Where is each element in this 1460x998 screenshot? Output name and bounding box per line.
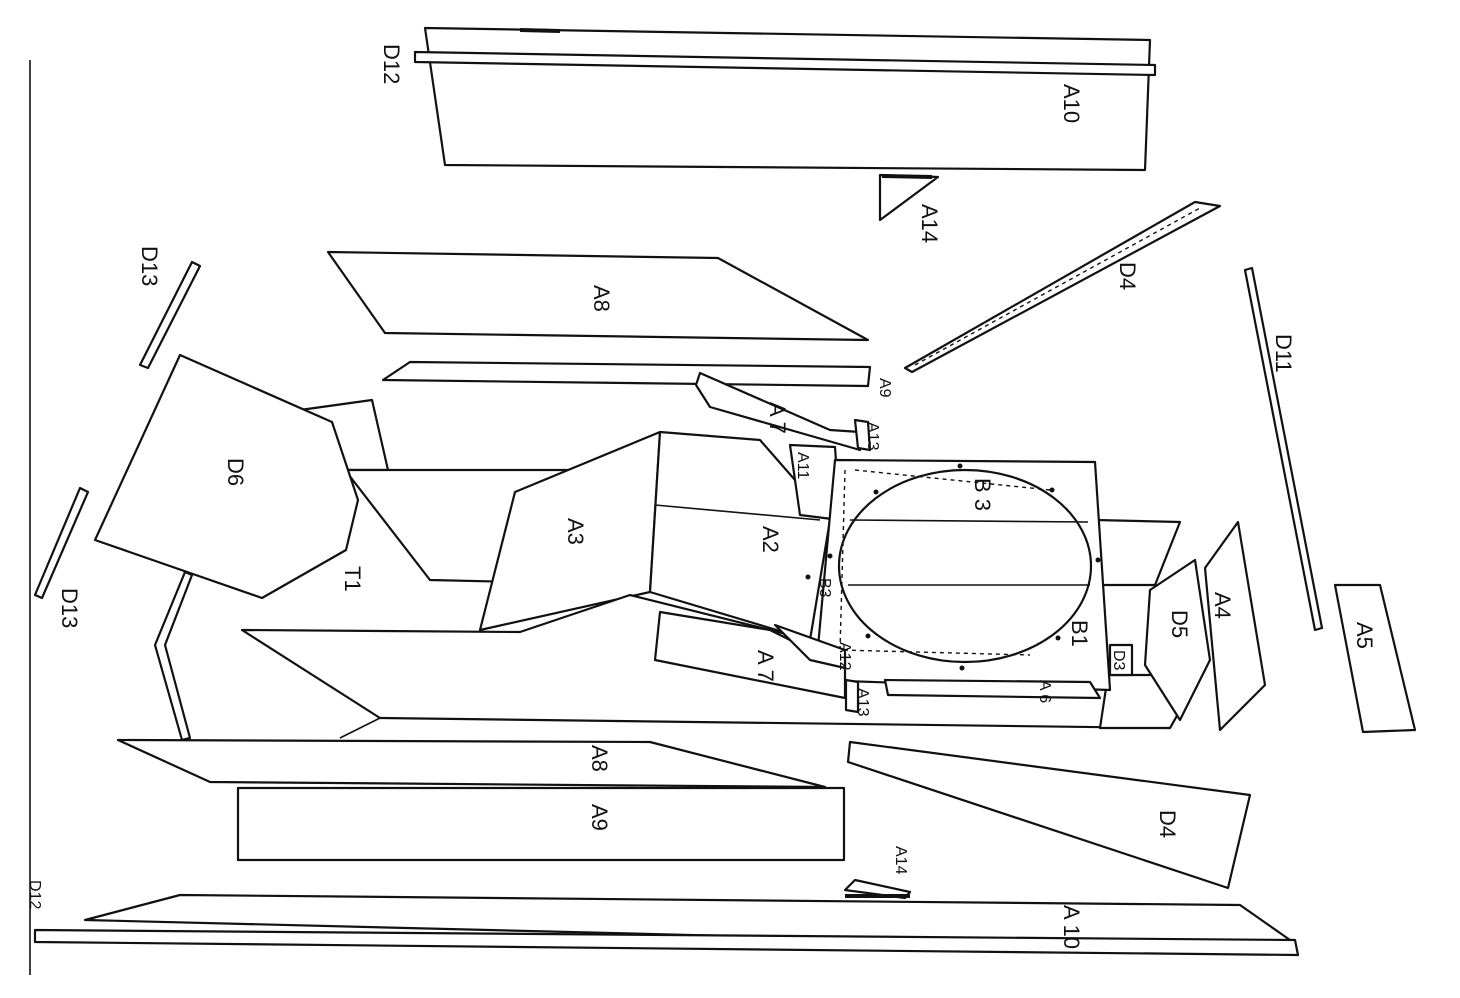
label-a10-top: A10 <box>1059 84 1084 123</box>
label-a13-bottom: A13 <box>854 688 871 717</box>
label-a12: A12 <box>836 642 853 671</box>
part-a7-top <box>694 371 862 452</box>
part-right-upper <box>1093 518 1182 587</box>
label-d13-bottom: D13 <box>57 588 82 628</box>
label-b3: B 3 <box>970 478 995 511</box>
label-d6: D6 <box>223 458 248 486</box>
label-d12-bottom: D12 <box>26 880 43 909</box>
label-a14-bottom: A14 <box>892 846 909 875</box>
label-d11: D11 <box>1271 334 1296 373</box>
part-a13-bottom <box>844 678 860 714</box>
part-a12 <box>773 623 847 670</box>
part-a10-top <box>413 26 1157 172</box>
label-a11: A11 <box>794 452 811 479</box>
part-a5 <box>1333 583 1417 734</box>
part-a9-top <box>381 360 872 388</box>
label-b1: B1 <box>1067 620 1092 647</box>
label-a6: A 6 <box>1036 680 1053 703</box>
part-t1-rod <box>153 570 194 742</box>
part-a9-bottom <box>236 786 846 862</box>
part-d4-rail <box>903 200 1222 374</box>
label-a9-bottom: A9 <box>587 804 612 831</box>
a14-top-edge <box>881 174 933 179</box>
part-b-frame <box>813 458 1112 692</box>
label-a8-top: A8 <box>589 285 614 312</box>
part-a8-bottom <box>116 738 827 789</box>
label-d4-rail: D4 <box>1115 262 1140 290</box>
label-a4: A4 <box>1210 592 1235 619</box>
part-d13-bottom <box>33 486 90 600</box>
d4-rail-holes <box>914 207 1201 366</box>
label-d3: D3 <box>1110 650 1127 671</box>
label-d5: D5 <box>1167 610 1192 638</box>
label-a5: A5 <box>1352 622 1377 649</box>
part-d3 <box>1108 643 1134 677</box>
part-a6 <box>883 678 1102 700</box>
screw-dots <box>805 463 1101 671</box>
label-d4-panel: D4 <box>1155 810 1180 838</box>
part-a10-bottom <box>33 893 1300 957</box>
label-a8-bottom: A8 <box>587 745 612 772</box>
label-d12-top: D12 <box>379 44 404 84</box>
part-d13-top <box>138 260 202 370</box>
part-d5 <box>1143 558 1212 722</box>
part-a2 <box>648 430 832 642</box>
part-d4-panel <box>846 740 1252 890</box>
a2-fold <box>654 504 821 521</box>
label-a7-bottom: A 7 <box>753 650 778 682</box>
label-d13-top: D13 <box>137 246 162 286</box>
part-d6 <box>93 353 360 600</box>
label-a9-top: A9 <box>876 378 893 398</box>
part-a13-top <box>853 418 872 452</box>
hull-bottom-edge <box>339 717 381 739</box>
label-a3: A3 <box>563 518 588 545</box>
label-a7-top: A 7 <box>765 402 790 434</box>
label-a10-bottom: A 10 <box>1059 905 1084 949</box>
label-a2: A2 <box>758 526 783 553</box>
part-a4 <box>1203 520 1267 732</box>
label-t1: T1 <box>340 566 365 592</box>
part-d11 <box>1243 266 1324 632</box>
label-b2: B3 <box>816 578 833 598</box>
part-a8-top <box>326 250 870 342</box>
label-a14-top: A14 <box>917 204 942 243</box>
label-a13-top: A13 <box>864 422 881 451</box>
